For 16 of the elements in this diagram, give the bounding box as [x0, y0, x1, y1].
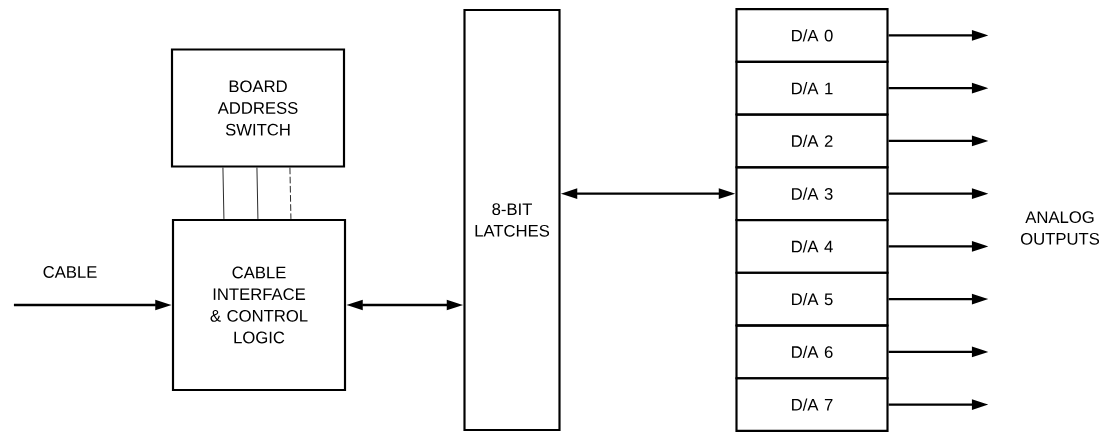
da-converter-box: D/A 4 — [735, 218, 889, 274]
da-converter-box: D/A 6 — [735, 324, 889, 380]
block-box: CABLE INTERFACE & CONTROL LOGIC — [171, 218, 347, 392]
label-text: ANALOG OUTPUTS — [1020, 211, 1100, 245]
da-converter-box: D/A 3 — [735, 166, 889, 222]
da-converter-box: D/A 0 — [735, 7, 889, 63]
block-box: BOARD ADDRESS SWITCH — [170, 48, 346, 168]
label-text: CABLE — [43, 266, 97, 278]
da-converter-box: D/A 1 — [735, 60, 889, 116]
da-converter-box: D/A 2 — [735, 113, 889, 169]
connector-line — [222, 167, 225, 220]
block-box: 8-BIT LATCHES — [463, 8, 561, 432]
connector-line — [256, 167, 259, 220]
da-converter-box: D/A 5 — [735, 271, 889, 327]
da-converter-box: D/A 7 — [735, 377, 889, 432]
connector-line — [289, 167, 292, 220]
